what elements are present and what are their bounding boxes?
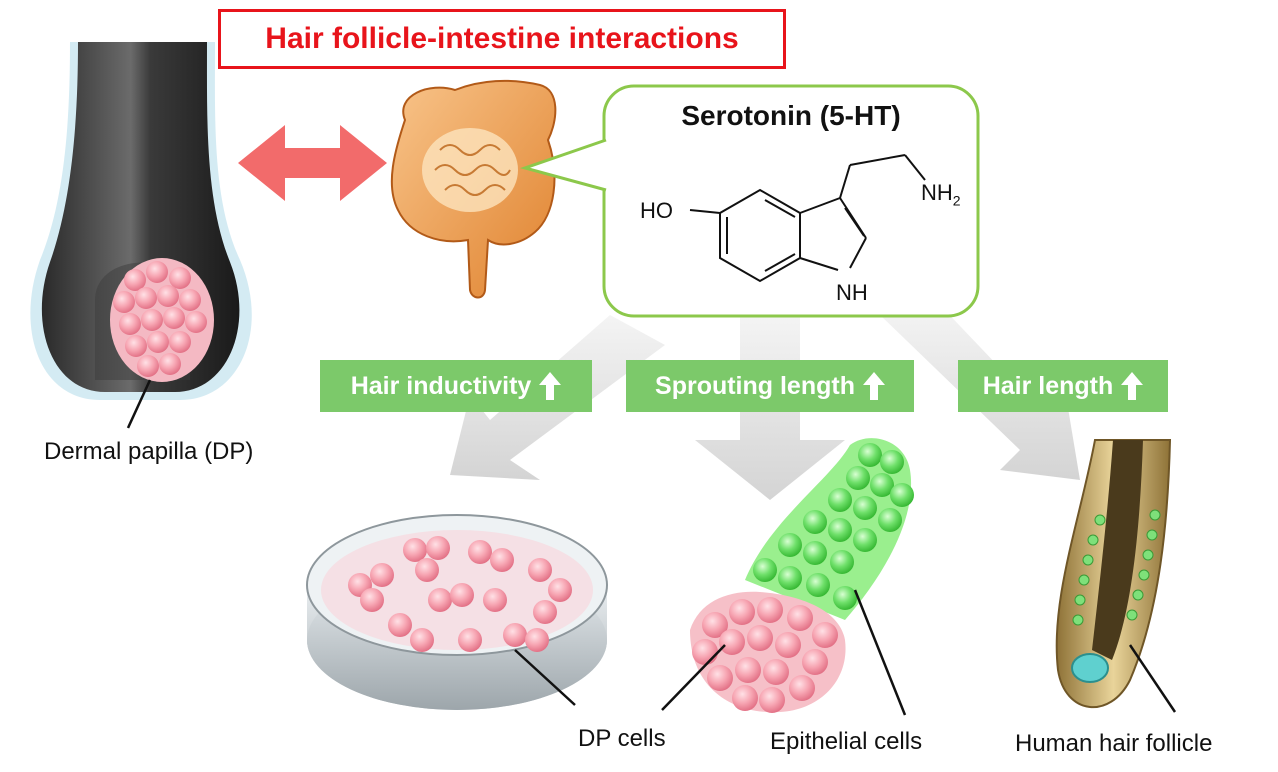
caption-human-hair-follicle: Human hair follicle <box>1015 730 1213 757</box>
title-box: Hair follicle-intestine interactions <box>218 9 786 69</box>
sprouting-organoid-illustration <box>661 438 914 716</box>
caption-epithelial-cells: Epithelial cells <box>770 728 923 755</box>
effect-label-hair-inductivity: Hair inductivity <box>320 360 592 412</box>
dp-cell-cluster-organoid <box>692 597 838 713</box>
petri-dish-illustration <box>306 514 608 710</box>
effect-label-hair-length: Hair length <box>958 360 1168 412</box>
effect-text: Sprouting length <box>655 371 855 400</box>
up-arrow-icon <box>1121 372 1144 400</box>
hydroxyl-label: HO <box>640 198 673 223</box>
up-arrow-icon <box>539 372 562 400</box>
indole-nh-label: NH <box>836 280 868 305</box>
amine-label: NH2 <box>921 180 961 208</box>
caption-dermal-papilla: Dermal papilla (DP) <box>44 438 254 465</box>
effect-text: Hair length <box>982 371 1114 400</box>
serotonin-callout <box>519 84 980 318</box>
epithelial-cell-cluster <box>753 443 914 610</box>
caption-dp-cells: DP cells <box>578 725 666 752</box>
serotonin-title: Serotonin (5-HT) <box>681 100 901 131</box>
amine-subscript: 2 <box>952 192 961 209</box>
up-arrow-icon <box>862 372 885 400</box>
human-hair-follicle-illustration <box>1055 439 1177 713</box>
effect-label-sprouting-length: Sprouting length <box>626 360 914 412</box>
diagram-title: Hair follicle-intestine interactions <box>265 22 739 55</box>
amine-label-text: NH <box>921 180 953 205</box>
serotonin-structure <box>689 154 926 283</box>
hair-bulb-illustration <box>30 42 252 429</box>
effect-text: Hair inductivity <box>350 371 532 400</box>
dp-cell-clusters <box>348 536 572 652</box>
bidirectional-arrow <box>238 125 387 201</box>
follicle-green-cells <box>1072 509 1161 626</box>
intestine-illustration <box>390 79 557 299</box>
dermal-papilla-cells <box>110 258 214 382</box>
